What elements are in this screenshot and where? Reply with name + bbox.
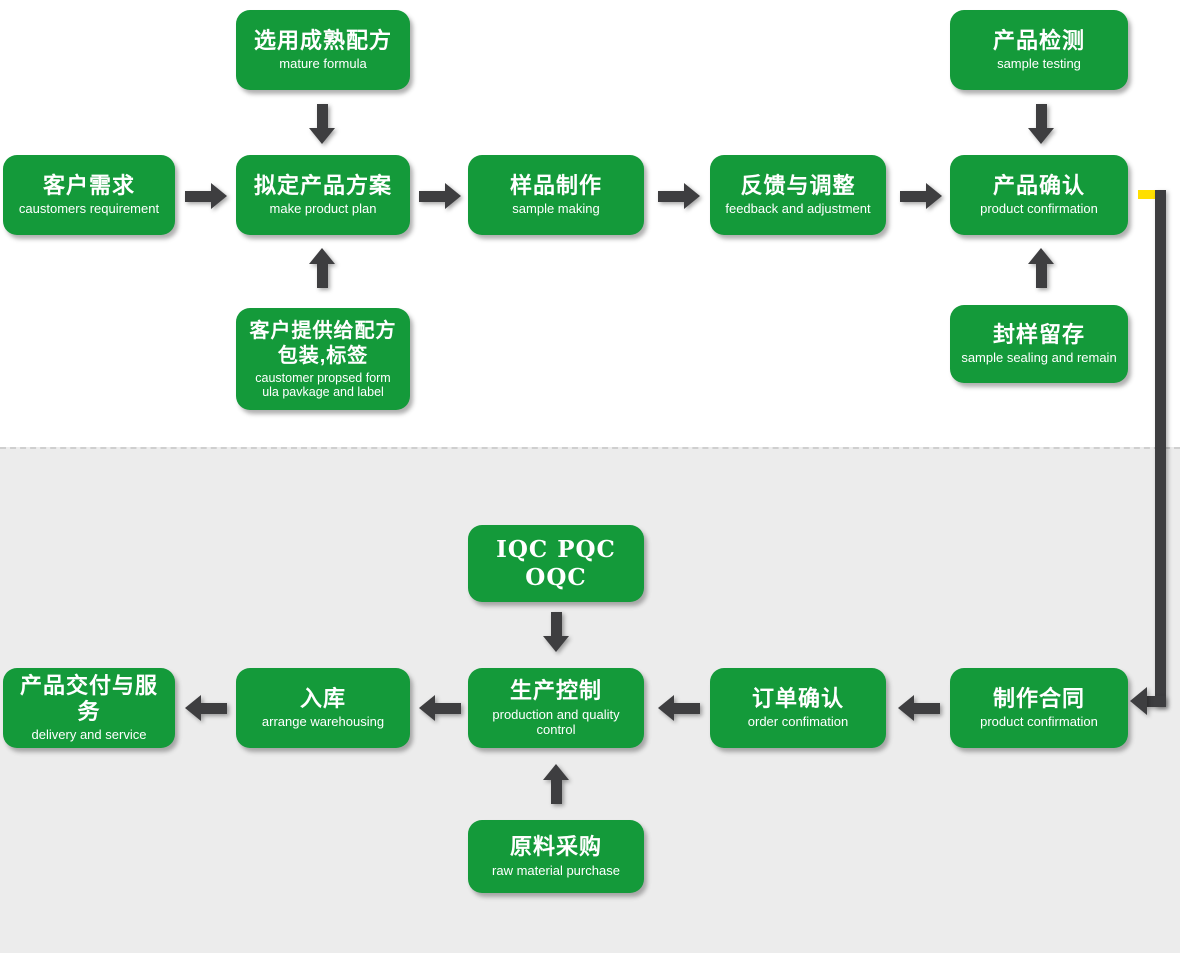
node-title-line1: 客户提供给配方: [249, 319, 397, 342]
node-title: 样品制作: [509, 172, 602, 198]
node-title: 产品确认: [992, 172, 1085, 198]
arrow-up-icon: [309, 248, 335, 288]
arrow-down-icon: [1028, 104, 1054, 144]
node-product-confirmation: 产品确认 product confirmation: [950, 155, 1128, 235]
node-subtitle: caustomers requirement: [18, 201, 160, 217]
node-subtitle: arrange warehousing: [261, 714, 385, 730]
arrow-up-icon: [1028, 248, 1054, 288]
node-subtitle: product confirmation: [980, 714, 1098, 730]
arrow-left-icon: [658, 695, 700, 721]
node-subtitle-line1: caustomer propsed form: [255, 370, 391, 385]
node-title: 订单确认: [751, 685, 844, 711]
arrow-left-icon: [898, 695, 940, 721]
node-feedback-adjustment: 反馈与调整 feedback and adjustment: [710, 155, 886, 235]
node-title: 客户需求: [42, 172, 135, 198]
node-title-line2: 包装,标签: [277, 344, 369, 367]
arrow-left-icon: [419, 695, 461, 721]
arrow-right-icon: [658, 183, 700, 209]
connector-yellow-segment: [1138, 190, 1160, 199]
node-warehousing: 入库 arrange warehousing: [236, 668, 410, 748]
arrow-left-icon: [185, 695, 227, 721]
node-title: 拟定产品方案: [253, 172, 392, 198]
node-title: 产品交付与服务: [19, 672, 158, 725]
node-sample-making: 样品制作 sample making: [468, 155, 644, 235]
node-order-confirmation: 订单确认 order confimation: [710, 668, 886, 748]
node-product-plan: 拟定产品方案 make product plan: [236, 155, 410, 235]
node-sample-sealing: 封样留存 sample sealing and remain: [950, 305, 1128, 383]
node-production-control: 生产控制 production and quality control: [468, 668, 644, 748]
node-title: 封样留存: [992, 321, 1085, 347]
arrow-right-icon: [900, 183, 942, 209]
node-subtitle: sample sealing and remain: [961, 350, 1117, 366]
node-subtitle: mature formula: [279, 56, 367, 72]
node-raw-material: 原料采购 raw material purchase: [468, 820, 644, 893]
node-title: 原料采购: [509, 834, 602, 860]
node-customer-formula: 客户提供给配方 包装,标签 caustomer propsed form ula…: [236, 308, 410, 410]
connector-arrowhead-left-icon: [1130, 687, 1147, 715]
node-title: IQC PQC OQC: [496, 535, 616, 591]
node-title: 生产控制: [509, 678, 602, 704]
arrow-down-icon: [543, 612, 569, 652]
node-title: 制作合同: [992, 685, 1085, 711]
node-customer-requirement: 客户需求 caustomers requirement: [3, 155, 175, 235]
node-subtitle: production and quality control: [492, 706, 620, 737]
node-subtitle: sample testing: [997, 56, 1081, 72]
arrow-right-icon: [185, 183, 227, 209]
node-subtitle: feedback and adjustment: [725, 201, 871, 217]
node-subtitle: sample making: [512, 201, 600, 217]
arrow-down-icon: [309, 104, 335, 144]
node-delivery-service: 产品交付与服务 delivery and service: [3, 668, 175, 748]
node-mature-formula: 选用成熟配方 mature formula: [236, 10, 410, 90]
node-title: 入库: [299, 685, 346, 711]
node-title: 反馈与调整: [740, 172, 856, 198]
connector-horizontal-line: [1146, 696, 1166, 707]
node-subtitle: order confimation: [747, 714, 849, 730]
arrow-up-icon: [543, 764, 569, 804]
node-sample-testing: 产品检测 sample testing: [950, 10, 1128, 90]
node-subtitle: raw material purchase: [492, 862, 620, 878]
connector-vertical-line: [1155, 190, 1166, 707]
node-subtitle-line2: ula pavkage and label: [262, 385, 384, 399]
node-subtitle: make product plan: [269, 201, 377, 217]
arrow-right-icon: [419, 183, 461, 209]
node-title: 产品检测: [992, 27, 1085, 53]
node-subtitle: product confirmation: [980, 201, 1098, 217]
node-subtitle: delivery and service: [31, 727, 147, 743]
node-contract: 制作合同 product confirmation: [950, 668, 1128, 748]
node-iqc-pqc-oqc: IQC PQC OQC: [468, 525, 644, 602]
node-title: 选用成熟配方: [253, 27, 392, 53]
